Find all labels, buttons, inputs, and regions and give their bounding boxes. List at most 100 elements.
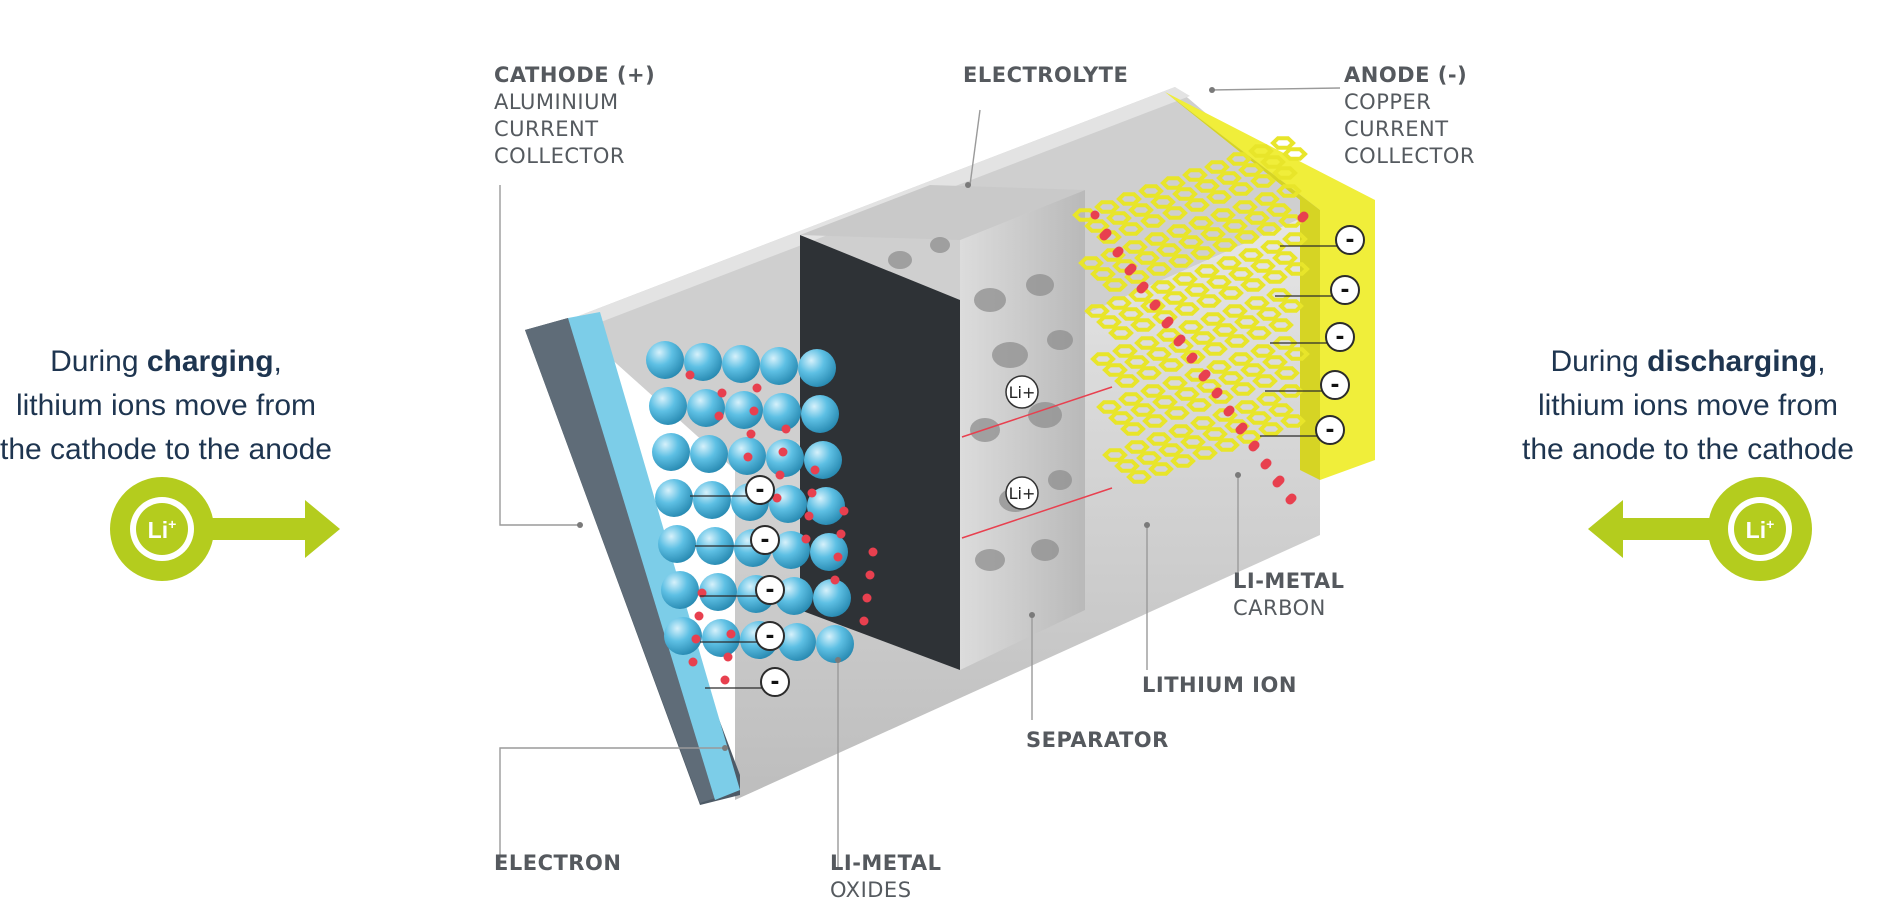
carbon-hexagon [1248,144,1274,158]
lithium-ion-dot [714,411,724,421]
electron-circle [1315,415,1345,445]
carbon-hexagon [1134,251,1160,265]
carbon-hexagon [1162,206,1188,220]
carbon-hexagon [1094,200,1120,214]
carbon-hexagon [1122,240,1148,254]
electron-circle [1320,370,1350,400]
carbon-hexagon [1228,352,1254,366]
right-arrow-ion-label: Li [1746,517,1766,543]
lithium-ion-dot [685,370,695,380]
lithium-ion-dot [865,570,875,580]
lithium-ion-dot [1136,284,1146,294]
discharging-caption: During discharging, lithium ions move fr… [1522,345,1854,466]
carbon-hexagon [1266,203,1292,217]
carbon-hexagon [1130,403,1156,417]
carbon-hexagon [1208,390,1234,404]
carbon-hexagon [1156,328,1182,342]
carbon-hexagon [1238,248,1264,262]
oxide-sphere [801,395,839,433]
electron-badge: - [690,475,775,505]
carbon-hexagon [1206,190,1232,204]
carbon-hexagon [1136,366,1162,380]
electron-badge: - [695,525,780,555]
lithium-ion-dot [752,383,762,393]
lithium-ion-dot [836,529,846,539]
carbon-hexagon [1278,299,1304,313]
carbon-hexagon [1084,219,1110,233]
carbon-hexagon [1240,278,1266,292]
electrolyte-label: ELECTROLYTE [963,63,1129,87]
electron-symbol: - [1340,278,1349,303]
carbon-hexagon [1214,438,1240,452]
left-arrow-ion-label: Li [148,517,168,543]
carbon-hexagon [1270,136,1296,150]
carbon-hexagon [1102,278,1128,292]
carbon-hexagon [1240,363,1266,377]
carbon-hexagon [1212,323,1238,337]
electron-badge: - [1280,225,1365,255]
electron-symbol: - [755,478,764,503]
oxide-sphere [772,531,810,569]
oxide-sphere [664,617,702,655]
cathode-lithium-ions [685,370,878,685]
electron-label: ELECTRON [494,851,622,875]
lithium-ion-dot [717,388,727,398]
electron-badge: - [1265,370,1350,400]
lithium-ion-dot [830,575,840,585]
carbon-hexagon [1262,270,1288,284]
carbon-hexagon [1084,304,1110,318]
ion-path-line [961,487,1113,539]
lithium-ion-dot [726,629,736,639]
electron-symbol: - [1345,228,1354,253]
li-metal-carbon-label: LI-METAL CARBON [1233,569,1345,620]
carbon-hexagon [1282,232,1308,246]
discharging-arrow: Li+ [1588,477,1812,581]
lithium-ion-dot [1112,248,1122,258]
electron-symbol: - [1335,325,1344,350]
carbon-hexagon [1244,296,1270,310]
oxide-sphere [658,525,696,563]
carbon-hexagon [1234,315,1260,329]
electron-badge: - [1260,415,1345,445]
carbon-hexagon [1180,435,1206,449]
electron-symbol: - [770,670,779,695]
carbon-hexagon [1284,347,1310,361]
carbon-hexagon [1102,363,1128,377]
carbon-hexagon [1182,168,1208,182]
carbon-hexagon [1150,280,1176,294]
discharging-keyword: discharging [1647,345,1818,378]
carbon-hexagon [1228,182,1254,196]
oxide-sphere [646,341,684,379]
carbon-hexagon [1174,387,1200,401]
ion-path-line [961,386,1113,438]
carbon-hexagon [1230,382,1256,396]
carbon-hexagon [1254,192,1280,206]
crossing-ion: Li+ [961,375,1113,438]
anode-electrons: - - - - - [1260,225,1365,445]
carbon-hexagon [1160,176,1186,190]
electron-badge: - [700,575,785,605]
carbon-hexagon [1118,222,1144,236]
electron-symbol: - [1325,418,1334,443]
carbon-hexagon [1216,256,1242,270]
carbon-hexagon [1178,320,1204,334]
svg-text:Li+: Li+ [1746,516,1775,543]
lithium-ion-dot [1099,231,1109,241]
lithium-ion-dot [1235,425,1245,435]
lithium-ion-dot [1248,442,1258,452]
carbon-hexagon [1192,446,1218,460]
lithium-ion-dot [810,465,820,475]
electron-circle [760,667,790,697]
electron-badge: - [1275,275,1360,305]
oxide-sphere [725,391,763,429]
carbon-hexagon [1228,267,1254,281]
lithium-ion-dot [1272,478,1282,488]
oxide-sphere [693,481,731,519]
carbon-hexagon [1180,350,1206,364]
lithium-ion-dot [1198,372,1208,382]
carbon-hexagon [1150,195,1176,209]
carbon-hexagon [1206,275,1232,289]
carbon-hexagon [1190,331,1216,345]
carbon-hexagon [1252,374,1278,388]
electron-symbol: - [760,528,769,553]
